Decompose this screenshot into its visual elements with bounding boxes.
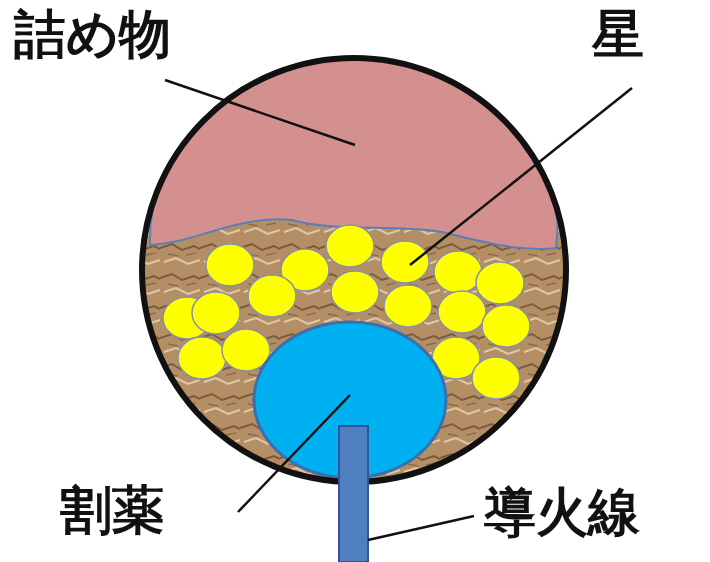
filler bbox=[150, 57, 557, 248]
star-pellet bbox=[192, 292, 240, 334]
star-pellet bbox=[331, 271, 379, 313]
leader-line bbox=[410, 88, 632, 265]
leader-line bbox=[165, 80, 355, 145]
shell-outline bbox=[142, 58, 566, 482]
part-label: 導火線 bbox=[484, 486, 640, 538]
star-pellet bbox=[381, 241, 429, 283]
leader-line bbox=[238, 395, 350, 512]
star-pellet bbox=[326, 225, 374, 267]
star-pellet bbox=[472, 357, 520, 399]
star-pellet bbox=[482, 305, 530, 347]
star-pellet bbox=[248, 275, 296, 317]
star-pellet bbox=[438, 291, 486, 333]
star-pellet bbox=[384, 285, 432, 327]
star-pellet bbox=[434, 251, 482, 293]
part-label: 星 bbox=[592, 8, 644, 60]
fuse bbox=[339, 426, 368, 562]
star-pellet bbox=[178, 337, 226, 379]
shell-body bbox=[142, 58, 566, 482]
leader-line bbox=[368, 516, 474, 540]
part-label: 詰め物 bbox=[14, 8, 171, 60]
star-pellet bbox=[476, 262, 524, 304]
part-label: 割薬 bbox=[60, 484, 164, 536]
star-pellet bbox=[206, 244, 254, 286]
